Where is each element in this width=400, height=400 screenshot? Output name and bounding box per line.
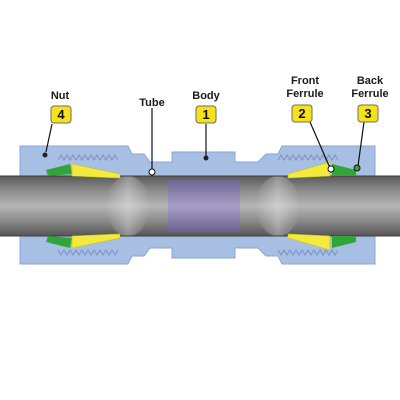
front-ferrule-left-top [71,163,121,179]
badge-back-ferrule-number: 3 [364,106,371,121]
thread-right-bottom [277,248,339,257]
badge-back-ferrule: 3 [357,104,379,123]
label-back-ferrule-line1: Back [357,75,384,87]
dot-back-ferrule [353,164,361,172]
back-ferrule-left-bottom [46,236,72,248]
badge-body-box [195,105,217,124]
label-front-ferrule-line2: Ferrule [286,88,323,100]
leader-nut [45,123,53,153]
label-body: Body [192,90,220,102]
front-ferrule-right-bottom [287,233,331,251]
tube [0,175,400,237]
thread-left-bottom [57,248,119,257]
leader-back-ferrule [357,121,365,167]
tube-bulge-right [256,176,300,236]
label-tube: Tube [139,97,164,109]
label-nut: Nut [51,90,70,102]
front-ferrule-right-top [287,161,331,179]
back-ferrule-right-top [332,164,356,176]
badge-nut-number: 4 [57,107,65,122]
badge-body-number: 1 [202,107,209,122]
label-front-ferrule-line1: Front [291,75,319,87]
badge-nut-box [50,105,72,124]
dot-body [203,155,209,161]
front-ferrule-left-bottom [71,233,121,249]
tube-bore [168,180,240,232]
leader-front-ferrule [309,121,331,169]
badge-back-ferrule-box [357,104,379,123]
badge-body: 1 [195,105,217,124]
ferrules [46,161,356,251]
leader-lines [42,108,365,176]
badge-front-ferrule-number: 2 [298,106,305,121]
tube-bulge-left [106,176,150,236]
dot-nut [42,152,48,158]
back-ferrule-left-top [46,164,72,176]
nut-left-top [19,145,376,179]
badge-front-ferrule: 2 [291,104,313,123]
thread-left-top [57,153,119,162]
dot-tube [148,168,156,176]
back-ferrule-right-bottom [332,236,356,248]
badge-front-ferrule-box [291,104,313,123]
dot-front-ferrule [327,165,335,173]
badge-nut: 4 [50,105,72,124]
thread-right-top [277,153,339,162]
label-back-ferrule-line2: Ferrule [351,88,388,100]
